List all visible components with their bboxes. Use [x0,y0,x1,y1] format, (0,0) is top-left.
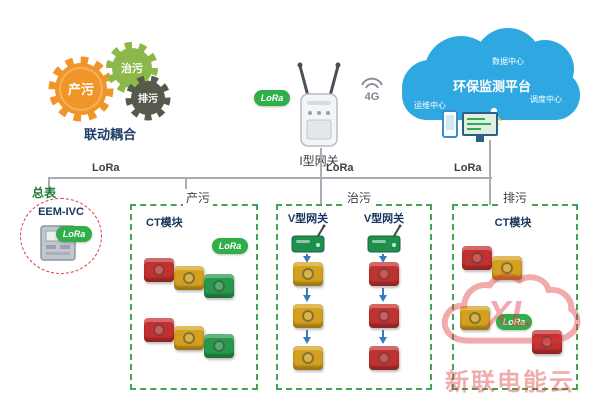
4g-label: 4G [365,91,380,102]
ct-device-yellow [174,326,204,350]
zone-discharge-box [452,204,578,390]
ct-device-yellow [174,266,204,290]
meter-lora-badge: LoRa [56,226,92,242]
v-gateway-a-label: V型网关 [287,213,329,225]
4g-signal-icon: 4G [361,77,383,102]
lora-bus-line [48,177,492,179]
monitor-icon [462,112,498,142]
main-meter-boundary [20,198,102,274]
gateway-lora-badge: LoRa [254,90,290,106]
ct-device-red [144,318,174,342]
zone-discharge-module-label: CT模块 [494,217,532,229]
ct-device-red [462,246,492,270]
connector-gateway-treat [320,148,322,205]
flow-arrow-down [379,288,387,302]
cloud-platform-title: 环保监测平台 [452,79,531,94]
gear-produce-label: 产污 [68,82,94,97]
ct-device-red [369,262,399,286]
ct-device-yellow [293,346,323,370]
ct-device-yellow [460,306,490,330]
gear-treat-label: 治污 [121,61,143,75]
ct-device-yellow [293,262,323,286]
v-gateway-b-device [367,224,402,253]
connector-meter [48,177,50,195]
zone-discharge-title: 排污 [500,189,531,206]
ct-device-yellow [293,304,323,328]
flow-arrow-down [303,254,311,263]
main-meter-name: EEM-IVC [38,206,84,218]
zone-produce-lora-badge: LoRa [212,238,248,254]
zone-produce-box [130,204,258,390]
cloud-sub-ops-center: 运维中心 [414,101,446,110]
gear-cluster-caption: 联动耦合 [83,127,136,142]
flow-arrow-down [379,254,387,263]
ct-device-red [369,346,399,370]
zone-produce-title: 产污 [183,189,214,206]
gear-produce-icon: 产污 [48,56,114,122]
ct-device-red [144,258,174,282]
zone-produce-module-label: CT模块 [146,217,183,229]
ct-device-red [369,304,399,328]
ct-device-red [532,330,562,354]
cloud-platform: 数据中心 运维中心 调度中心 环保监测平台 [396,20,586,148]
zone-discharge-lora-badge: LoRa [496,314,532,330]
flow-arrow-down [379,330,387,344]
flow-arrow-down [303,288,311,302]
cloud-sub-data-center: 数据中心 [492,57,524,66]
v-gateway-b-label: V型网关 [363,213,405,225]
bus-lora-label-center: LoRa [326,162,354,174]
type1-gateway-device [297,62,341,147]
flow-arrow-down [303,330,311,344]
ct-device-yellow [492,256,522,280]
ct-device-green [204,334,234,358]
type1-gateway-label: I型网关 [299,154,339,168]
gear-discharge-icon: 排污 [125,75,171,121]
bus-lora-label-left: LoRa [92,162,120,174]
ct-device-green [204,274,234,298]
gear-discharge-label: 排污 [138,92,158,105]
connector-cloud-discharge [489,140,491,205]
v-gateway-a-device [291,224,326,253]
phone-icon [442,110,458,138]
bus-lora-label-right: LoRa [454,162,482,174]
main-meter-label: 总表 [32,186,57,200]
cloud-sub-dispatch-center: 调度中心 [530,95,562,104]
zone-treat-title: 治污 [344,189,375,206]
